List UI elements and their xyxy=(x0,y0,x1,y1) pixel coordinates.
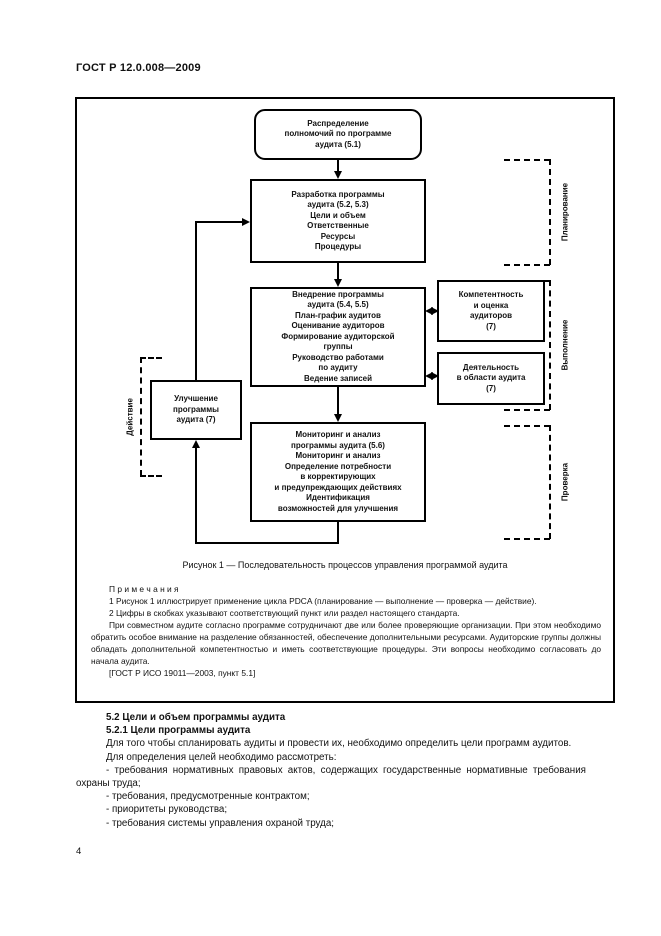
bracket-line xyxy=(504,159,550,161)
arrow-up-icon xyxy=(192,440,200,448)
box-implementation-item: по аудиту xyxy=(318,363,358,373)
box-development-item: Цели и объем xyxy=(310,210,366,220)
note-1: 1 Рисунок 1 иллюстрирует применение цикл… xyxy=(109,596,537,606)
box-monitoring-title: программы аудита (5.6) xyxy=(291,440,385,450)
box-competence-line: (7) xyxy=(486,321,496,331)
body-text: 5.2 Цели и объем программы аудита 5.2.1 … xyxy=(76,711,586,830)
box-implementation-item: группы xyxy=(323,342,353,352)
box-activity: Деятельность в области аудита (7) xyxy=(437,352,545,405)
box-authority-line: Распределение xyxy=(307,118,369,128)
list-item: - требования, предусмотренные контрактом… xyxy=(106,791,310,803)
arrow-down-icon xyxy=(334,171,342,179)
box-implementation-item: Оценивание аудиторов xyxy=(291,321,385,331)
box-implementation-item: Руководство работами xyxy=(292,352,384,362)
box-development: Разработка программы аудита (5.2, 5.3) Ц… xyxy=(250,179,426,263)
bracket-line xyxy=(140,475,162,477)
note-2: 2 Цифры в скобках указывают соответствую… xyxy=(109,608,460,618)
list-item: - требования нормативных правовых актов,… xyxy=(76,764,586,790)
box-implementation-item: Формирование аудиторской xyxy=(281,331,395,341)
box-monitoring-item: Идентификация xyxy=(306,493,370,502)
box-monitoring-title: Мониторинг и анализ xyxy=(295,430,381,439)
box-monitoring-item: возможностей для улучшения xyxy=(277,503,399,513)
arrow-left-icon xyxy=(425,307,433,315)
paragraph: Для того чтобы спланировать аудиты и про… xyxy=(106,738,572,750)
box-competence-line: Компетентность xyxy=(458,290,524,299)
box-implementation-item: Ведение записей xyxy=(303,373,373,383)
connector-line xyxy=(195,221,197,380)
box-monitoring-item: Мониторинг и анализ xyxy=(295,451,381,460)
bracket-line xyxy=(504,425,550,427)
arrow-down-icon xyxy=(334,414,342,422)
box-implementation-title: аудита (5.4, 5.5) xyxy=(307,300,369,310)
box-authority-line: полномочий по программе xyxy=(284,129,392,139)
connector-line xyxy=(195,447,197,544)
box-monitoring-item: и предупреждающих действиях xyxy=(274,482,402,492)
heading-5-2-1: 5.2.1 Цели программы аудита xyxy=(106,725,251,737)
figure-caption: Рисунок 1 — Последовательность процессов… xyxy=(182,560,508,570)
bracket-line xyxy=(140,357,162,359)
box-monitoring-item: в корректирующих xyxy=(300,472,376,481)
page-number: 4 xyxy=(76,846,82,857)
box-improvement-line: Улучшение xyxy=(174,394,218,404)
bracket-line xyxy=(549,280,551,410)
list-item: - требования системы управления охраной … xyxy=(106,817,334,829)
figure-1-frame: Распределение полномочий по программе ау… xyxy=(75,97,615,703)
note-reference: [ГОСТ Р ИСО 19011—2003, пункт 5.1] xyxy=(109,668,256,678)
box-development-item: Ресурсы xyxy=(320,231,356,241)
label-planning: Планирование xyxy=(560,182,570,242)
arrow-down-icon xyxy=(334,279,342,287)
connector-line xyxy=(337,522,339,544)
box-monitoring: Мониторинг и анализ программы аудита (5.… xyxy=(250,422,426,522)
figure-notes: П р и м е ч а н и я 1 Рисунок 1 иллюстри… xyxy=(91,583,601,679)
box-implementation: Внедрение программы аудита (5.4, 5.5) Пл… xyxy=(250,287,426,387)
paragraph: Для определения целей необходимо рассмот… xyxy=(106,751,337,763)
box-competence: Компетентность и оценка аудиторов (7) xyxy=(437,280,545,342)
box-activity-line: (7) xyxy=(486,383,496,393)
bracket-line xyxy=(549,159,551,265)
note-paragraph: При совместном аудите согласно программе… xyxy=(91,620,601,666)
connector-line xyxy=(195,542,339,544)
bracket-line xyxy=(504,538,550,540)
arrow-right-icon xyxy=(431,307,439,315)
box-improvement: Улучшение программы аудита (7) xyxy=(150,380,242,440)
arrow-right-icon xyxy=(431,372,439,380)
box-competence-line: аудиторов xyxy=(469,311,513,320)
arrow-right-icon xyxy=(242,218,250,226)
box-improvement-line: программы xyxy=(173,404,219,414)
box-development-title: Разработка программы xyxy=(291,189,385,199)
document-header: ГОСТ Р 12.0.008—2009 xyxy=(76,62,201,74)
label-action: Действие xyxy=(125,398,135,436)
box-development-item: Процедуры xyxy=(314,242,362,251)
notes-heading: П р и м е ч а н и я xyxy=(109,584,179,594)
box-implementation-title: Внедрение программы xyxy=(292,289,384,299)
box-improvement-line: аудита (7) xyxy=(176,415,216,425)
connector-line xyxy=(337,263,339,280)
bracket-line xyxy=(504,409,550,411)
box-authority: Распределение полномочий по программе ау… xyxy=(254,109,422,160)
box-activity-line: в области аудита xyxy=(456,373,526,383)
connector-line xyxy=(195,221,243,223)
label-execution: Выполнение xyxy=(560,319,570,371)
arrow-left-icon xyxy=(425,372,433,380)
bracket-line xyxy=(504,280,550,282)
heading-5-2: 5.2 Цели и объем программы аудита xyxy=(106,712,286,723)
box-implementation-item: План-график аудитов xyxy=(295,310,381,320)
box-authority-line: аудита (5.1) xyxy=(315,139,361,149)
connector-line xyxy=(337,387,339,415)
label-check: Проверка xyxy=(560,462,570,502)
list-item: - приоритеты руководства; xyxy=(106,804,228,816)
box-monitoring-item: Определение потребности xyxy=(284,461,392,471)
box-development-title: аудита (5.2, 5.3) xyxy=(307,200,369,209)
box-development-item: Ответственные xyxy=(307,221,369,230)
bracket-line xyxy=(504,264,550,266)
bracket-line xyxy=(549,425,551,539)
bracket-line xyxy=(140,357,142,476)
box-activity-line: Деятельность xyxy=(462,362,520,372)
connector-line xyxy=(337,160,339,173)
box-competence-line: и оценка xyxy=(473,300,509,310)
